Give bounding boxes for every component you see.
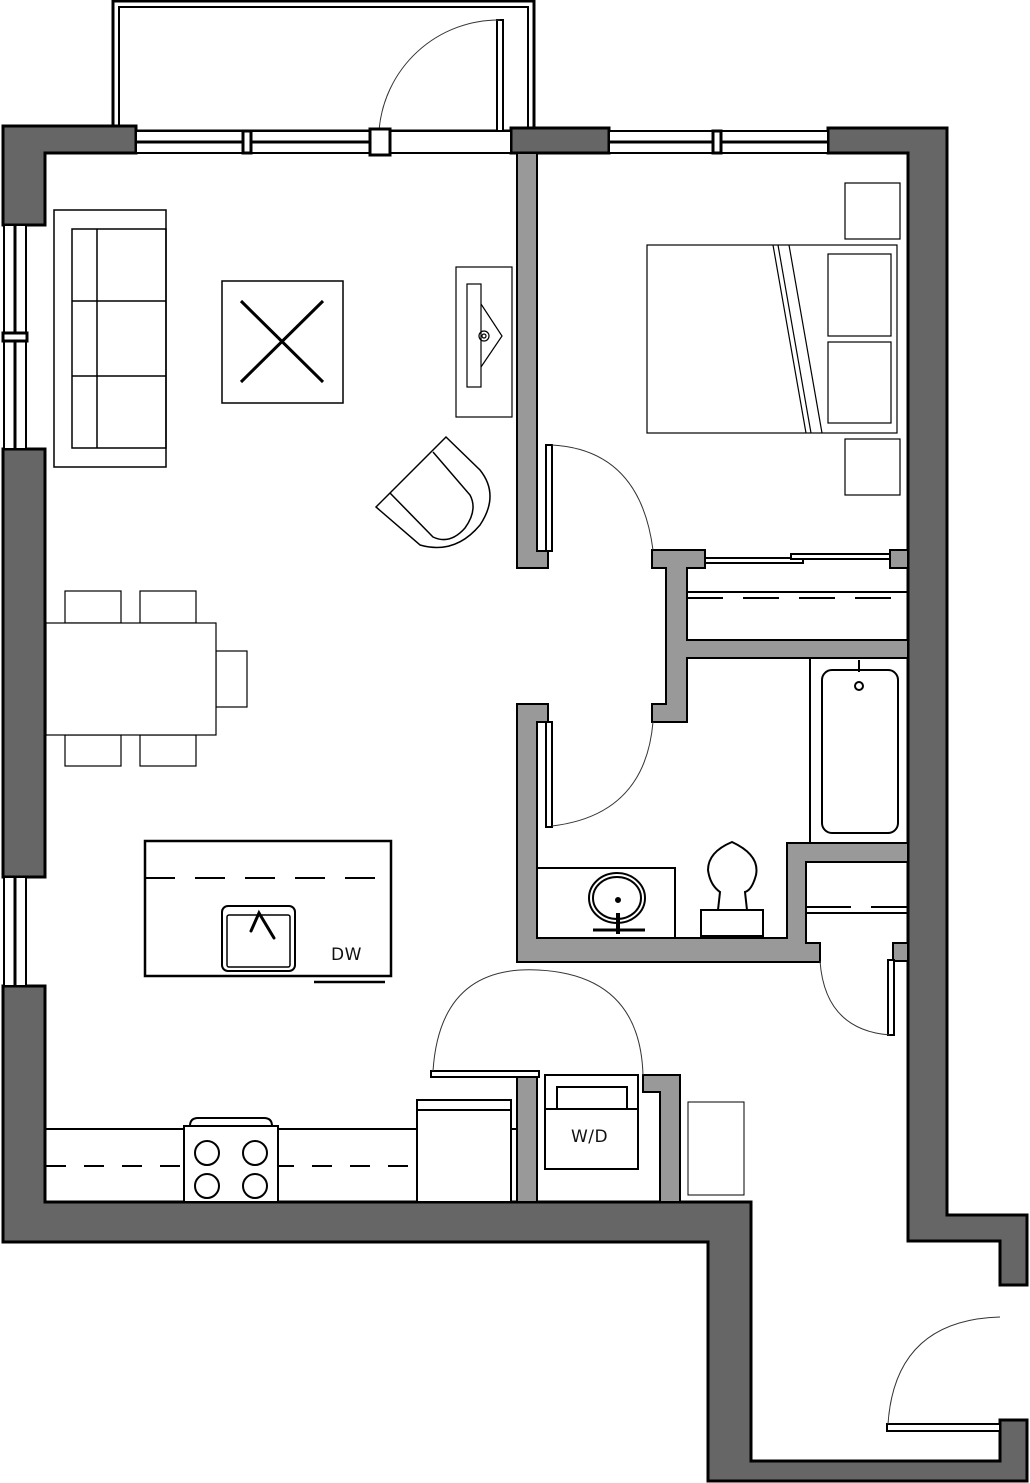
range (183, 1117, 279, 1203)
laundry-door[interactable] (430, 969, 644, 1078)
tv-console (455, 266, 513, 418)
toilet (700, 840, 764, 937)
washer-dryer-label: W/D (571, 1127, 609, 1147)
dining-set (45, 590, 248, 767)
armchair (374, 435, 491, 549)
entry-bench (687, 1101, 745, 1196)
interior-walls (516, 152, 909, 1203)
bedroom-closet (687, 591, 908, 599)
sofa (53, 209, 167, 468)
nightstand-bottom (844, 438, 901, 496)
bedroom-closet-doors[interactable] (704, 553, 891, 564)
balcony-door[interactable] (378, 19, 504, 133)
bed (646, 244, 898, 434)
bathroom-door[interactable] (545, 721, 654, 828)
dishwasher-label: DW (331, 945, 362, 965)
top-windows (135, 127, 829, 157)
kitchen-island (143, 839, 393, 984)
linen-closet-door[interactable] (819, 959, 895, 1036)
bedroom-door[interactable] (545, 444, 654, 552)
nightstand-top (844, 182, 901, 240)
balcony (111, 0, 536, 133)
exterior-walls (1, 124, 1029, 1483)
left-windows (1, 224, 29, 987)
coffee-table (221, 280, 344, 404)
vanity (536, 867, 676, 939)
refrigerator (416, 1099, 512, 1203)
entry-door[interactable] (886, 1316, 1001, 1432)
bathtub (809, 657, 909, 844)
washer-dryer (544, 1074, 639, 1170)
linen-closet (806, 906, 908, 914)
